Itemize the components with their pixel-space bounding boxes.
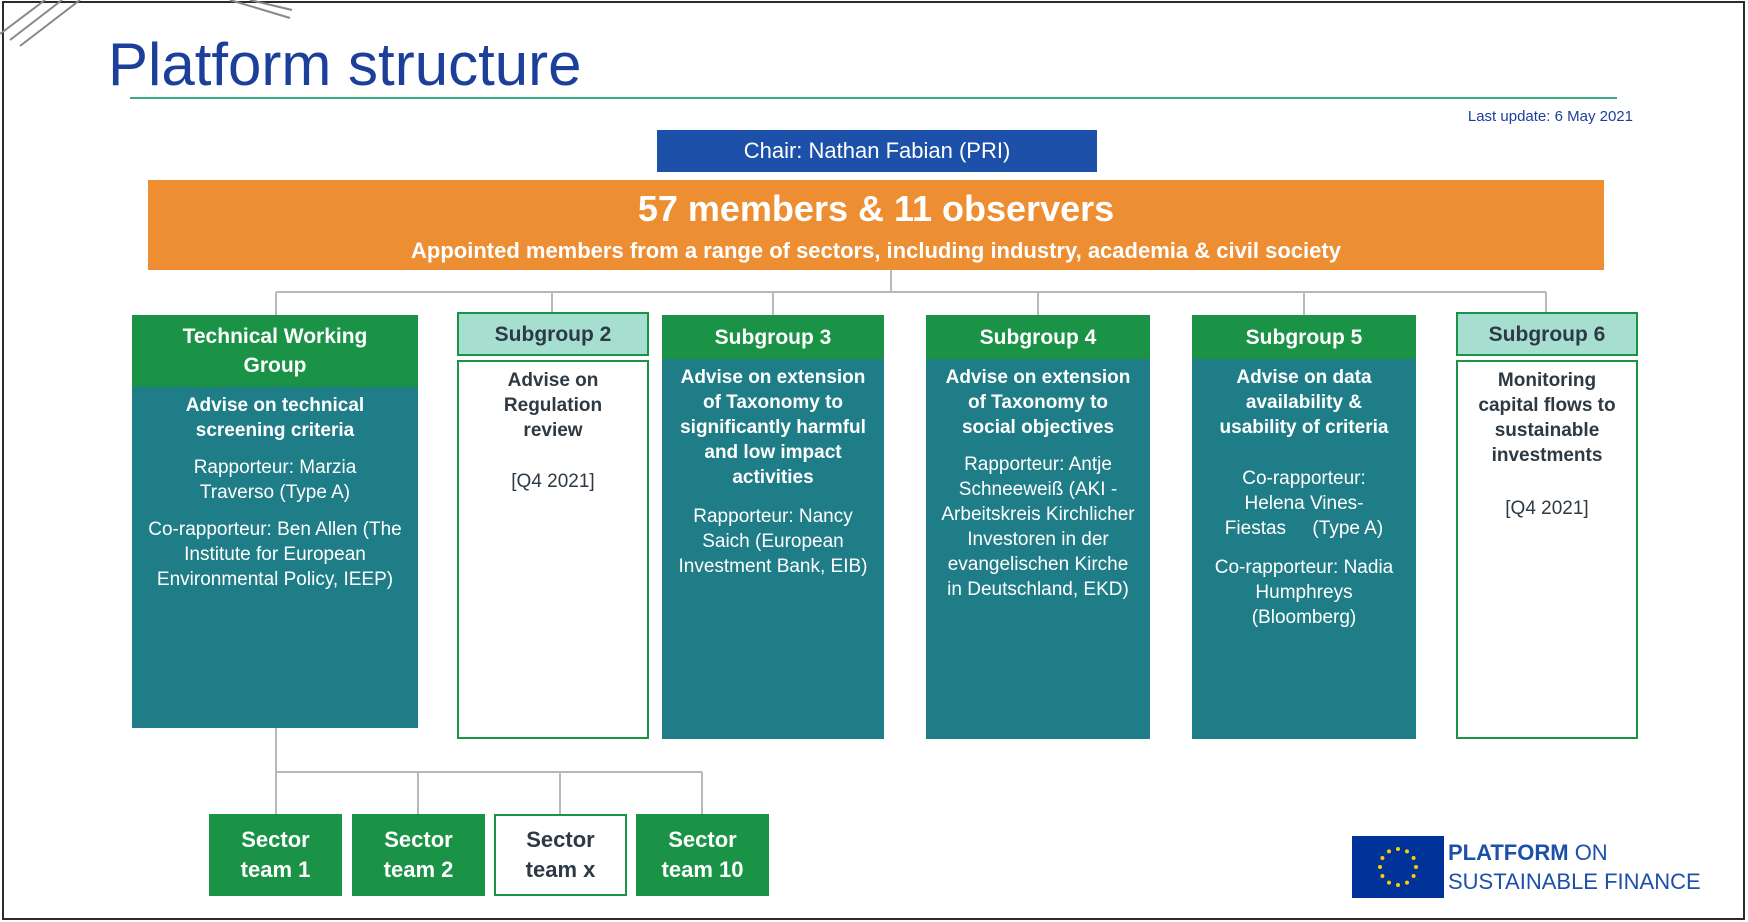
group-body: Advise on extension of Taxonomy to signi… xyxy=(662,359,884,739)
chair-box: Chair: Nathan Fabian (PRI) xyxy=(657,130,1097,172)
sector-team-2: Sector team 2 xyxy=(352,814,485,896)
corner-decoration xyxy=(0,0,293,47)
group-header: Subgroup 2 xyxy=(457,312,649,356)
members-box: 57 members & 11 observers Appointed memb… xyxy=(148,180,1604,270)
group-header: Subgroup 6 xyxy=(1456,312,1638,356)
members-subline: Appointed members from a range of sector… xyxy=(411,238,1341,263)
group-body: Advise on technical screening criteria R… xyxy=(132,387,418,728)
group-header: Subgroup 3 xyxy=(662,315,884,359)
group-description: Monitoring capital flows to sustainable … xyxy=(1478,370,1616,466)
group-header: Subgroup 4 xyxy=(926,315,1150,359)
logo-text-line1: PLATFORM ON xyxy=(1448,840,1608,866)
group-description: Advise on data availability & usability … xyxy=(1219,367,1389,438)
members-headline: 57 members & 11 observers xyxy=(637,188,1115,229)
group-description: Advise on extension of Taxonomy to socia… xyxy=(945,367,1131,438)
chair-label: Chair: Nathan Fabian (PRI) xyxy=(743,138,1011,163)
sector-team-x: Sector team x xyxy=(494,814,627,896)
page-title: Platform structure xyxy=(108,31,582,98)
eu-flag-icon xyxy=(1352,836,1444,898)
co-rapporteur-text: Co-rapporteur: Helena Vines-Fiestas (Typ… xyxy=(1224,468,1384,539)
title-underline xyxy=(130,97,1617,99)
logo-text-rest: ON xyxy=(1568,840,1608,865)
logo-text-bold: PLATFORM xyxy=(1448,840,1569,865)
group-body: Advise on Regulation review [Q4 2021] xyxy=(457,360,649,739)
rapporteur-text: Rapporteur: Marzia Traverso (Type A) xyxy=(193,457,357,503)
rapporteur-text: Rapporteur: Nancy Saich (European Invest… xyxy=(678,506,868,577)
group-description: Advise on technical screening criteria xyxy=(185,395,365,441)
schedule-text: [Q4 2021] xyxy=(1505,498,1589,519)
co-rapporteur-text: Co-rapporteur: Ben Allen (The Institute … xyxy=(148,519,402,590)
sector-team-10: Sector team 10 xyxy=(636,814,769,896)
group-body: Advise on extension of Taxonomy to socia… xyxy=(926,359,1150,739)
co-rapporteur-text: Co-rapporteur: Nadia Humphreys (Bloomber… xyxy=(1214,557,1394,628)
group-description: Advise on extension of Taxonomy to signi… xyxy=(680,367,866,488)
group-description: Advise on Regulation review xyxy=(503,370,603,441)
sector-team-1: Sector team 1 xyxy=(209,814,342,896)
group-body: Monitoring capital flows to sustainable … xyxy=(1456,360,1638,739)
group-header: Subgroup 5 xyxy=(1192,315,1416,359)
schedule-text: [Q4 2021] xyxy=(511,471,595,492)
logo-text-line2: SUSTAINABLE FINANCE xyxy=(1448,869,1701,894)
group-body: Advise on data availability & usability … xyxy=(1192,359,1416,739)
group-header: Technical Working Group xyxy=(132,315,418,387)
last-update-label: Last update: 6 May 2021 xyxy=(1467,108,1633,125)
rapporteur-text: Rapporteur: Antje Schneeweiß (AKI - Arbe… xyxy=(941,454,1135,600)
platform-logo: PLATFORM ON SUSTAINABLE FINANCE xyxy=(1352,836,1701,898)
